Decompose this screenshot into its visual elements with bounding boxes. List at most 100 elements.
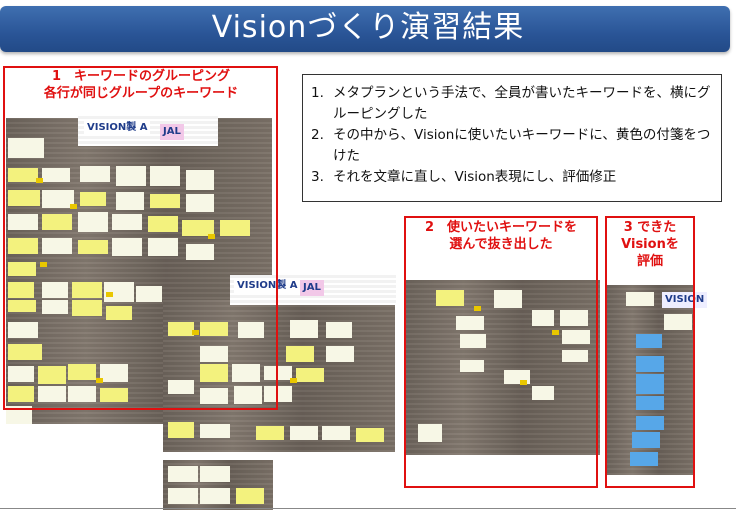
sticky-note	[8, 168, 38, 182]
steps-list: 1.メタプランという手法で、全員が書いたキーワードを、横にグルーピングした 2.…	[311, 83, 711, 188]
step-item: 2. その中から、Visionに使いたいキーワードに、黄色の付箋をつけた	[311, 125, 711, 167]
sticky-note	[68, 364, 96, 380]
sticky-note	[238, 322, 264, 338]
yellow-dot-marker	[192, 330, 199, 335]
section-1-label: 1 キーワードのグルーピング 各行が同じグループのキーワード	[6, 68, 276, 102]
sticky-note	[232, 364, 260, 382]
sticky-note	[200, 364, 228, 382]
sticky-note	[8, 138, 44, 158]
step-text: それを文章に直し、Vision表現にし、評価修正	[333, 169, 617, 185]
sticky-note	[38, 366, 66, 384]
sticky-note	[8, 238, 38, 254]
frame-vision-evaluation	[605, 216, 695, 488]
step-number: 1.	[311, 85, 324, 101]
sticky-note	[112, 214, 142, 230]
sticky-note	[150, 194, 180, 208]
sticky-note	[200, 424, 230, 438]
sticky-note	[42, 238, 72, 254]
sticky-note	[182, 220, 214, 236]
section-2-label-line2: 選んで抜き出した	[449, 237, 553, 252]
sticky-note	[664, 314, 692, 330]
board-3-header: VISION	[662, 292, 708, 308]
yellow-dot-marker	[40, 262, 47, 267]
sticky-note	[116, 192, 144, 210]
section-3-label-line3: 評価	[636, 254, 663, 269]
sticky-note	[460, 334, 486, 348]
yellow-dot-marker	[106, 292, 113, 297]
sticky-note	[562, 330, 590, 344]
sticky-note	[72, 282, 102, 298]
sticky-note	[42, 190, 74, 208]
sticky-note	[186, 194, 214, 212]
sticky-note	[200, 488, 230, 504]
sticky-note	[112, 238, 142, 256]
sticky-note	[256, 426, 284, 440]
sticky-note	[104, 282, 134, 302]
sticky-note	[106, 306, 132, 320]
section-2-label: 2 使いたいキーワードを 選んで抜き出した	[407, 219, 595, 253]
sticky-note	[296, 368, 324, 382]
sticky-note	[460, 360, 484, 372]
sticky-note	[186, 170, 214, 190]
sticky-note	[72, 300, 102, 316]
sticky-note	[286, 346, 314, 362]
step-item: 3.それを文章に直し、Vision表現にし、評価修正	[311, 167, 711, 188]
sticky-note	[148, 238, 178, 256]
sticky-note	[78, 240, 108, 254]
sticky-note	[100, 364, 128, 382]
sticky-note	[8, 300, 36, 312]
sticky-note	[8, 262, 36, 276]
yellow-dot-marker	[474, 306, 481, 311]
sticky-note	[100, 388, 128, 402]
sticky-note	[186, 244, 214, 260]
sticky-note	[8, 386, 34, 402]
sticky-note	[42, 300, 68, 314]
sticky-note	[326, 322, 352, 338]
sticky-note	[168, 466, 198, 482]
step-item: 1.メタプランという手法で、全員が書いたキーワードを、横にグルーピングした	[311, 83, 711, 125]
section-3-label: 3 できた Visionを 評価	[608, 219, 692, 270]
section-1-label-line1: 1 キーワードのグルーピング	[51, 69, 231, 84]
sticky-note	[636, 356, 664, 372]
section-3-label-line1: 3 できた	[623, 220, 677, 235]
board-1-tag: JAL	[160, 124, 184, 140]
step-text: その中から、Visionに使いたいキーワードに、黄色の付箋をつけた	[333, 127, 711, 164]
board-2-tag: JAL	[300, 280, 324, 296]
sticky-note	[80, 166, 110, 182]
slide-bottom-border	[0, 508, 736, 509]
sticky-note	[200, 466, 230, 482]
sticky-note	[8, 190, 40, 206]
sticky-note	[264, 386, 292, 402]
sticky-note	[236, 488, 264, 504]
sticky-note	[636, 374, 664, 394]
sticky-note	[418, 424, 442, 442]
sticky-note	[42, 214, 72, 230]
sticky-note	[168, 422, 194, 438]
sticky-note	[200, 388, 228, 404]
sticky-note	[562, 350, 588, 362]
sticky-note	[326, 346, 354, 362]
sticky-note	[456, 316, 484, 330]
sticky-note	[200, 322, 228, 336]
sticky-note	[200, 346, 228, 362]
sticky-note	[168, 322, 194, 336]
section-1-label-line2: 各行が同じグループのキーワード	[43, 86, 239, 101]
step-number: 2.	[311, 127, 324, 143]
sticky-note	[168, 488, 198, 504]
section-3-label-line2: Visionを	[621, 237, 679, 252]
sticky-note	[42, 282, 68, 298]
section-2-label-line1: 2 使いたいキーワードを	[424, 220, 578, 235]
sticky-note	[8, 282, 34, 298]
yellow-dot-marker	[208, 234, 215, 239]
sticky-note	[290, 426, 318, 440]
sticky-note	[630, 452, 658, 466]
sticky-note	[148, 216, 178, 232]
sticky-note	[116, 166, 146, 186]
yellow-dot-marker	[290, 378, 297, 383]
sticky-note	[220, 220, 250, 236]
sticky-note	[356, 428, 384, 442]
sticky-note	[6, 406, 32, 424]
board-2-header: VISION製 A	[234, 278, 301, 294]
yellow-dot-marker	[520, 380, 527, 385]
